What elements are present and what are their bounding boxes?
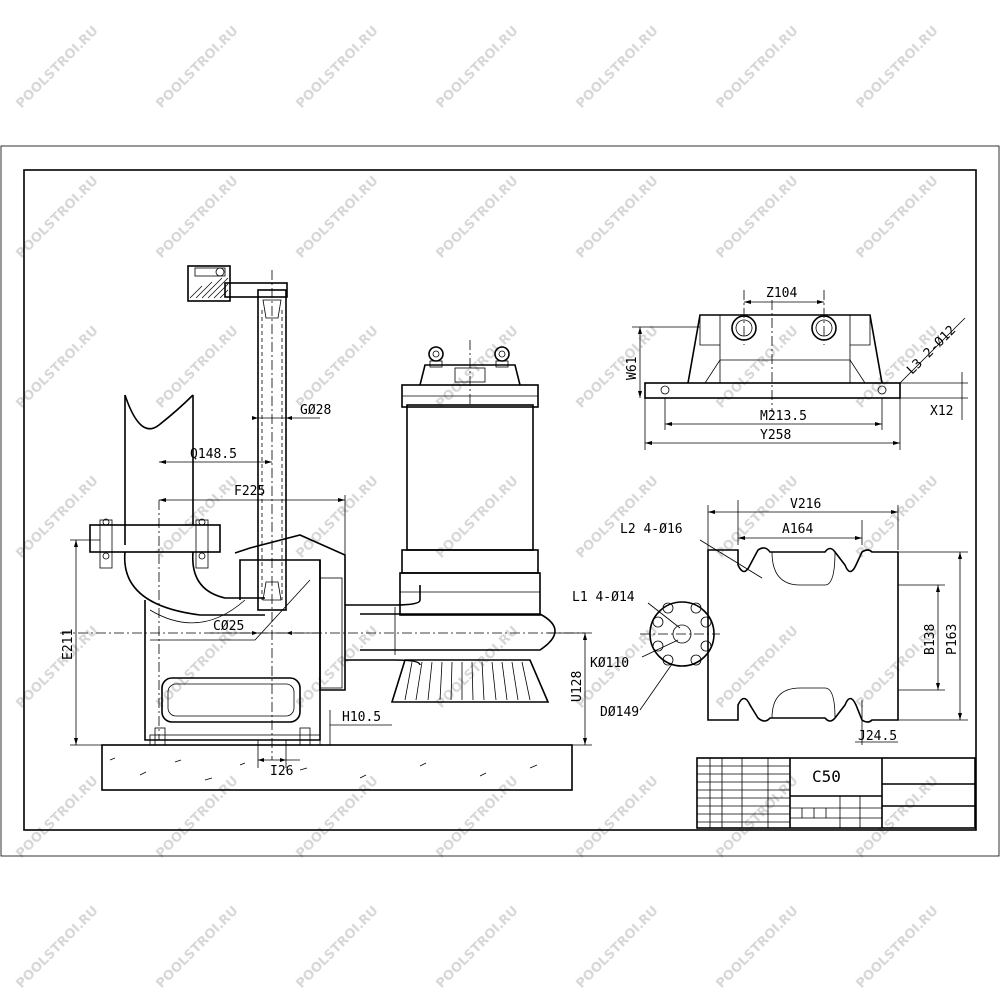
dim-g: GØ28 bbox=[300, 403, 331, 418]
coupling-base bbox=[144, 559, 321, 741]
watermark-text: POOLSTROI.RU bbox=[13, 773, 101, 861]
dim-w: W61 bbox=[625, 357, 640, 380]
watermark-text: POOLSTROI.RU bbox=[293, 773, 381, 861]
bracket-view: Z104 W61 L3 2-Ø12 X12 M213.5 Y258 bbox=[625, 286, 968, 450]
watermark-text: POOLSTROI.RU bbox=[713, 473, 801, 561]
watermark-text: POOLSTROI.RU bbox=[293, 903, 381, 991]
watermark-text: POOLSTROI.RU bbox=[853, 173, 941, 261]
bracket-hatch bbox=[189, 277, 229, 299]
bracket-base-plate bbox=[644, 382, 901, 399]
watermark-text: POOLSTROI.RU bbox=[433, 773, 521, 861]
dim-a: A164 bbox=[782, 522, 813, 537]
inner-frame bbox=[23, 169, 977, 831]
dim-b: B138 bbox=[923, 624, 938, 655]
dim-q: Q148.5 bbox=[190, 447, 237, 462]
watermark-text: POOLSTROI.RU bbox=[433, 23, 521, 111]
watermark-text: POOLSTROI.RU bbox=[153, 473, 241, 561]
outer-frame bbox=[0, 145, 1000, 857]
dim-f: F225 bbox=[234, 484, 265, 499]
dim-v: V216 bbox=[790, 497, 821, 512]
watermark-text: POOLSTROI.RU bbox=[853, 773, 941, 861]
watermark-text: POOLSTROI.RU bbox=[293, 323, 381, 411]
watermark-text: POOLSTROI.RU bbox=[713, 903, 801, 991]
strainer-ribs bbox=[404, 661, 531, 701]
dim-h: H10.5 bbox=[342, 710, 381, 725]
watermark-text: POOLSTROI.RU bbox=[433, 473, 521, 561]
dim-j: J24.5 bbox=[858, 729, 897, 744]
dim-y: Y258 bbox=[760, 428, 791, 443]
watermark-text: POOLSTROI.RU bbox=[433, 903, 521, 991]
watermark-text: POOLSTROI.RU bbox=[713, 23, 801, 111]
strainer bbox=[390, 659, 550, 703]
watermark-text: POOLSTROI.RU bbox=[293, 23, 381, 111]
watermark-text: POOLSTROI.RU bbox=[713, 173, 801, 261]
dim-k: KØ110 bbox=[590, 656, 629, 671]
watermark-text: POOLSTROI.RU bbox=[573, 473, 661, 561]
dim-x: X12 bbox=[930, 404, 953, 419]
watermark-text: POOLSTROI.RU bbox=[433, 323, 521, 411]
upper-bracket bbox=[187, 265, 231, 302]
watermark-text: POOLSTROI.RU bbox=[573, 903, 661, 991]
dim-e: E211 bbox=[61, 629, 76, 660]
baseplate-view: V216 A164 L2 4-Ø16 L1 4-Ø14 KØ110 DØ149 … bbox=[572, 497, 968, 745]
watermark-text: POOLSTROI.RU bbox=[573, 23, 661, 111]
watermark-text: POOLSTROI.RU bbox=[433, 173, 521, 261]
motor-housing bbox=[406, 404, 534, 551]
watermark-text: POOLSTROI.RU bbox=[153, 173, 241, 261]
watermark-text: POOLSTROI.RU bbox=[153, 903, 241, 991]
side-view-dimensions: GØ28 Q148.5 F225 E211 CØ25 H10.5 bbox=[61, 403, 592, 779]
watermark-text: POOLSTROI.RU bbox=[853, 903, 941, 991]
watermark-text: POOLSTROI.RU bbox=[13, 23, 101, 111]
dim-u: U128 bbox=[570, 671, 585, 702]
watermark-text: POOLSTROI.RU bbox=[713, 773, 801, 861]
dim-m: M213.5 bbox=[760, 409, 807, 424]
watermark-text: POOLSTROI.RU bbox=[13, 623, 101, 711]
dim-p: P163 bbox=[945, 624, 960, 655]
watermark-text: POOLSTROI.RU bbox=[433, 623, 521, 711]
lifting-eye-left bbox=[428, 346, 444, 362]
model-code: C50 bbox=[812, 767, 841, 786]
watermark-text: POOLSTROI.RU bbox=[13, 473, 101, 561]
watermark-text: POOLSTROI.RU bbox=[13, 323, 101, 411]
dim-i: I26 bbox=[270, 764, 293, 779]
watermark-text: POOLSTROI.RU bbox=[13, 903, 101, 991]
discharge-flange bbox=[89, 524, 221, 553]
watermark-text: POOLSTROI.RU bbox=[293, 623, 381, 711]
motor-lower-ring bbox=[399, 572, 541, 616]
watermark-text: POOLSTROI.RU bbox=[153, 773, 241, 861]
side-view: GØ28 Q148.5 F225 E211 CØ25 H10.5 bbox=[60, 265, 592, 791]
watermark-text: POOLSTROI.RU bbox=[153, 623, 241, 711]
dim-z: Z104 bbox=[766, 286, 797, 301]
watermark-text: POOLSTROI.RU bbox=[853, 473, 941, 561]
watermark-text: POOLSTROI.RU bbox=[853, 23, 941, 111]
watermark-text: POOLSTROI.RU bbox=[573, 173, 661, 261]
watermark-text: POOLSTROI.RU bbox=[153, 323, 241, 411]
dim-l1: L1 4-Ø14 bbox=[572, 590, 635, 605]
watermark-text: POOLSTROI.RU bbox=[153, 23, 241, 111]
watermark-text: POOLSTROI.RU bbox=[573, 773, 661, 861]
watermark-text: POOLSTROI.RU bbox=[713, 623, 801, 711]
dim-d: DØ149 bbox=[600, 705, 639, 720]
watermark-text: POOLSTROI.RU bbox=[13, 173, 101, 261]
base-hatch bbox=[109, 757, 538, 781]
dim-c: CØ25 bbox=[213, 619, 244, 634]
title-block: C50 bbox=[696, 757, 976, 829]
watermark-text: POOLSTROI.RU bbox=[293, 473, 381, 561]
dim-l2: L2 4-Ø16 bbox=[620, 522, 683, 537]
watermark-text: POOLSTROI.RU bbox=[293, 173, 381, 261]
